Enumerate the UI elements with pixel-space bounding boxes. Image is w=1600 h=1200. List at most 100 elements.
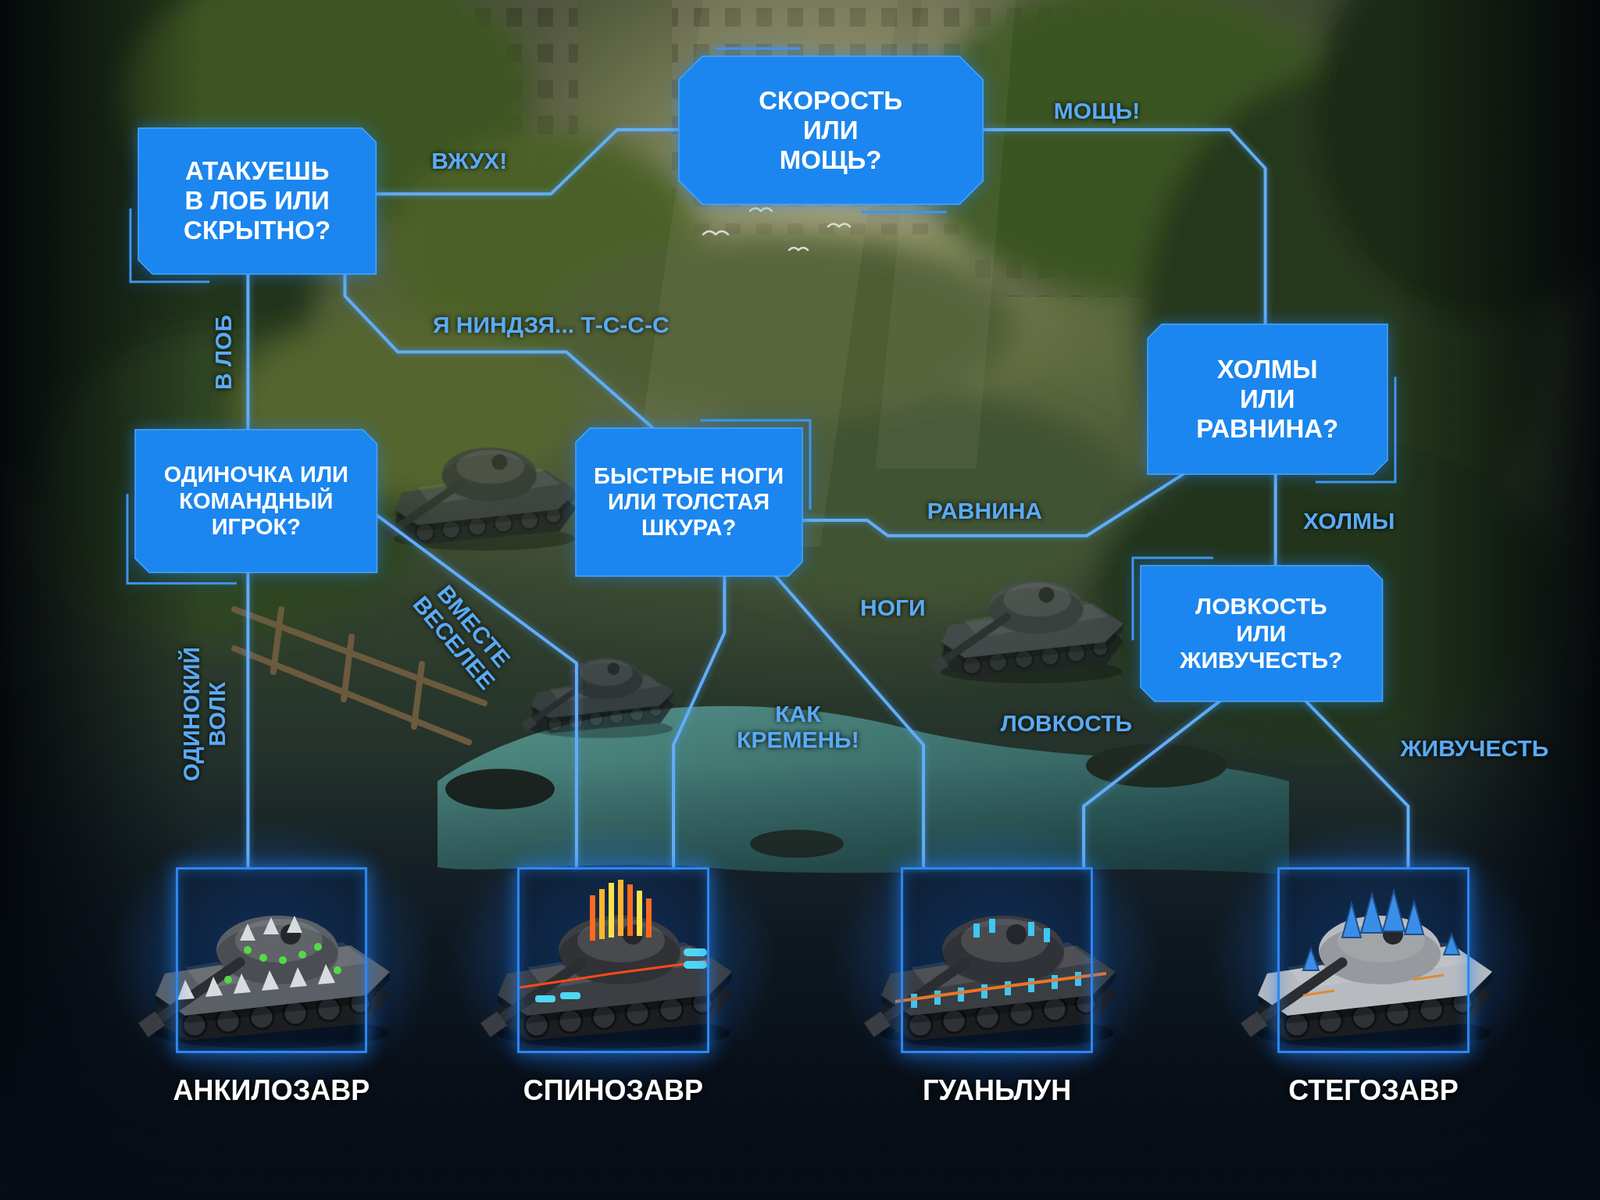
guanlong-tank	[981, 984, 988, 999]
stegosaurus-tank	[1382, 890, 1405, 932]
background-tanks	[381, 447, 577, 551]
box-bracket	[860, 210, 947, 214]
guanlong-tank	[1028, 978, 1035, 993]
spinosaurus-tank	[560, 992, 581, 1000]
broken-bridge	[273, 609, 282, 672]
tank-name: АНКИЛОЗАВР	[173, 1074, 371, 1107]
spinosaurus-tank	[589, 895, 596, 941]
edge-shading	[0, 765, 1600, 1200]
edge-label: ВМЕСТЕ ВЕСЕЛЕЕ	[408, 575, 521, 695]
tank-name: СТЕГОЗАВР	[1288, 1074, 1459, 1107]
flow-connector	[802, 474, 1185, 536]
ankylosaurus-tank	[243, 946, 252, 954]
question-text: АТАКУЕШЬ В ЛОБ ИЛИ СКРЫТНО?	[174, 156, 340, 246]
question-text-block: ОДИНОЧКА ИЛИ КОМАНДНЫЙ ИГРОК?	[153, 461, 359, 540]
decision-box: БЫСТРЫЕ НОГИ ИЛИ ТОЛСТАЯ ШКУРА?	[575, 428, 803, 576]
guanlong-tank	[1004, 981, 1011, 996]
ankylosaurus-tank	[333, 966, 342, 975]
box-fill	[678, 56, 983, 204]
edge-label: Я НИНДЗЯ... Т-С-С-С	[432, 311, 670, 338]
tank-card: СТЕГОЗАВР	[1277, 867, 1470, 1054]
broken-bridge	[414, 664, 422, 727]
decision-box: АТАКУЕШЬ В ЛОБ ИЛИ СКРЫТНО?	[138, 128, 376, 275]
card-glows	[107, 819, 436, 1101]
tank-name: ГУАНЬЛУН	[922, 1074, 1072, 1107]
ankylosaurus-tank	[261, 970, 279, 991]
spinosaurus-tank	[636, 890, 643, 936]
ankylosaurus-tank	[233, 973, 251, 994]
decision-box: ХОЛМЫ ИЛИ РАВНИНА?	[1147, 324, 1388, 475]
spinosaurus-tank	[535, 995, 556, 1003]
guanlong-tank	[957, 987, 965, 1002]
edge-label: ОДИНОКИЙ ВОЛК	[178, 646, 230, 782]
spinosaurus-tank	[627, 884, 633, 936]
edge-label: ЖИВУЧЕСТЬ	[1400, 735, 1549, 761]
tank-card: СПИНОЗАВР	[517, 867, 710, 1054]
background-tanks	[381, 447, 1124, 739]
birds	[703, 200, 894, 250]
tank-name: СПИНОЗАВР	[523, 1074, 704, 1107]
birds	[828, 224, 850, 228]
question-text: ХОЛМЫ ИЛИ РАВНИНА?	[1196, 354, 1339, 444]
flow-connector	[982, 129, 1266, 325]
edge-label: КАК КРЕМЕНЬ!	[736, 700, 860, 753]
spinosaurus-tank	[599, 889, 605, 940]
stegosaurus-tank	[1342, 903, 1361, 938]
background-tanks	[928, 580, 1124, 684]
decision-box: ОДИНОЧКА ИЛИ КОМАНДНЫЙ ИГРОК?	[135, 429, 378, 573]
edge-label: НОГИ	[860, 594, 926, 621]
box-fill	[135, 429, 378, 573]
birds	[789, 247, 808, 250]
question-text-block: АТАКУЕШЬ В ЛОБ ИЛИ СКРЫТНО?	[174, 156, 340, 246]
question-text-block: БЫСТРЫЕ НОГИ ИЛИ ТОЛСТАЯ ШКУРА?	[591, 463, 787, 542]
question-text-block: СКОРОСТЬ ИЛИ МОЩЬ?	[758, 85, 903, 175]
box-bracket	[714, 47, 800, 50]
decision-box: ЛОВКОСТЬ ИЛИ ЖИВУЧЕСТЬ?	[1140, 565, 1383, 702]
ankylosaurus-tank	[239, 923, 256, 941]
edge-label: ЛОВКОСТЬ	[1000, 709, 1133, 736]
background-tanks	[521, 657, 675, 738]
stegosaurus-tank	[1360, 893, 1383, 933]
card-glows	[832, 819, 1161, 1101]
stegosaurus-tank	[1412, 975, 1444, 980]
guanlong-tank	[1043, 928, 1050, 943]
guanlong-tank	[895, 973, 1107, 1002]
stegosaurus-tank	[1303, 975, 1444, 996]
stegosaurus-tank	[1303, 990, 1335, 996]
birds	[703, 231, 729, 235]
spinosaurus-tank	[617, 879, 624, 936]
ankylosaurus-tank	[224, 975, 233, 984]
stegosaurus-tank	[1404, 901, 1424, 935]
tank-card: АНКИЛОЗАВР	[175, 867, 368, 1054]
card-glows	[107, 819, 1538, 1101]
box-fill	[1147, 324, 1388, 475]
box-fill	[575, 428, 803, 576]
stegosaurus-tank	[1303, 890, 1460, 971]
question-text: ЛОВКОСТЬ ИЛИ ЖИВУЧЕСТЬ?	[1179, 592, 1343, 675]
spinosaurus-tank	[646, 898, 652, 938]
ankylosaurus-tank	[224, 942, 342, 984]
edge-label: В ЛОБ	[209, 314, 236, 390]
ankylosaurus-tank	[205, 976, 223, 997]
question-text: СКОРОСТЬ ИЛИ МОЩЬ?	[758, 85, 903, 175]
question-text-block: ХОЛМЫ ИЛИ РАВНИНА?	[1196, 354, 1339, 444]
edge-label: ХОЛМЫ	[1303, 507, 1395, 534]
spinosaurus-tank	[535, 948, 708, 1003]
flow-connector	[246, 274, 250, 430]
box-fill	[138, 128, 376, 275]
birds	[750, 208, 772, 212]
guanlong-tank	[1051, 975, 1058, 990]
decision-box: СКОРОСТЬ ИЛИ МОЩЬ?	[678, 56, 983, 204]
ankylosaurus-tank	[314, 942, 322, 951]
flow-connector	[344, 274, 653, 429]
ankylosaurus-tank	[317, 964, 336, 985]
ankylosaurus-tank	[286, 915, 303, 933]
spinosaurus-tank	[608, 882, 615, 938]
edge-label: РАВНИНА	[927, 497, 1043, 524]
flow-connector	[673, 575, 725, 868]
spinosaurus-tank	[519, 960, 708, 988]
stegosaurus-tank	[1303, 948, 1319, 971]
tank-card: ГУАНЬЛУН	[900, 867, 1094, 1054]
